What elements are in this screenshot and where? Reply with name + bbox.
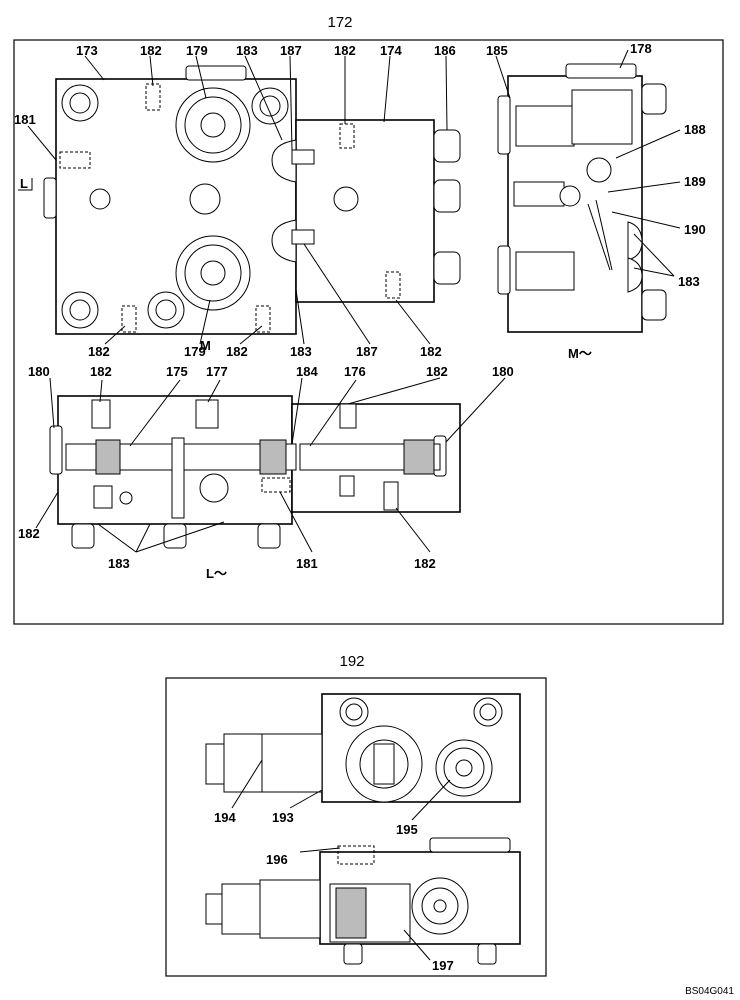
view-marker: L	[20, 176, 28, 191]
solenoid-valve-side-view	[205, 837, 521, 965]
view-marker: M～	[568, 346, 592, 361]
figure-192-title: 192	[339, 653, 364, 670]
callout: 180	[28, 364, 50, 379]
callout: 185	[486, 43, 508, 58]
callout: 174	[380, 43, 402, 58]
callout: 194	[214, 810, 236, 825]
callout: 182	[420, 344, 442, 359]
callout: 188	[684, 122, 706, 137]
figure-192-frame	[165, 677, 547, 977]
callout: 193	[272, 810, 294, 825]
callout: 190	[684, 222, 706, 237]
callout: 182	[140, 43, 162, 58]
view-marker: M	[200, 338, 211, 353]
callout: 182	[414, 556, 436, 571]
callout: 184	[296, 364, 318, 379]
callout: 187	[280, 43, 302, 58]
view-marker: L～	[206, 566, 227, 581]
callout: 197	[432, 958, 454, 973]
callouts-bottom: 194 193 195 196 197	[214, 810, 454, 973]
callout: 182	[90, 364, 112, 379]
callout: 179	[186, 43, 208, 58]
callout: 175	[166, 364, 188, 379]
callout: 180	[492, 364, 514, 379]
callout: 186	[434, 43, 456, 58]
callout: 189	[684, 174, 706, 189]
figure-172-frame	[13, 39, 724, 625]
callout: 195	[396, 822, 418, 837]
callout: 196	[266, 852, 288, 867]
callout: 187	[356, 344, 378, 359]
solenoid-valve-top-view	[205, 693, 521, 803]
callout: 182	[88, 344, 110, 359]
valve-block-front-view	[49, 395, 461, 549]
leader-lines-top	[18, 49, 681, 553]
callouts-top: 173 182 179 183 187 182 174 186 185 178 …	[14, 41, 706, 581]
callout: 182	[18, 526, 40, 541]
drawing-code: BS04G041	[685, 986, 734, 997]
callout: 181	[14, 112, 36, 127]
callout: 182	[334, 43, 356, 58]
callout: 182	[226, 344, 248, 359]
callout: 181	[296, 556, 318, 571]
leader-lines-bottom	[231, 759, 451, 961]
callout: 177	[206, 364, 228, 379]
callout: 176	[344, 364, 366, 379]
callout: 179	[184, 344, 206, 359]
valve-block-side-view	[497, 63, 667, 333]
figure-172-title: 172	[327, 14, 352, 31]
callout: 183	[290, 344, 312, 359]
callout: 183	[108, 556, 130, 571]
callout: 173	[76, 43, 98, 58]
callout: 178	[630, 41, 652, 56]
callout: 183	[678, 274, 700, 289]
valve-block-top-view	[43, 65, 461, 335]
callout: 182	[426, 364, 448, 379]
callout: 183	[236, 43, 258, 58]
